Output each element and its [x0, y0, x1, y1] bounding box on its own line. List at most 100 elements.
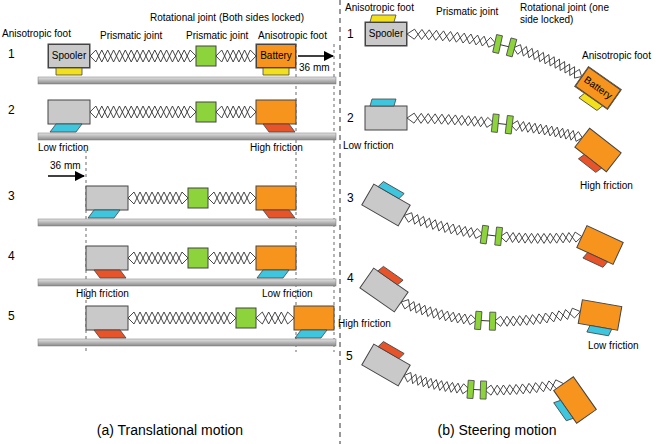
friction-label: Low friction	[262, 288, 313, 300]
spooler-body	[48, 100, 90, 124]
spring	[216, 106, 256, 118]
battery-body	[256, 44, 296, 68]
rotational-joint	[188, 188, 208, 208]
battery-body	[256, 100, 296, 124]
anisotropic-foot	[378, 341, 404, 360]
anisotropic-foot	[295, 330, 327, 338]
spring	[208, 192, 256, 204]
rotational-joint	[493, 35, 503, 54]
anisotropic-foot	[554, 399, 573, 423]
spooler-box: Spooler	[48, 44, 90, 68]
part-label: Anisotropic foot	[258, 30, 327, 42]
spring	[407, 113, 493, 127]
part-label: Prismatic joint	[100, 30, 162, 42]
anisotropic-foot	[88, 210, 120, 218]
part-label: Anisotropic foot	[2, 28, 71, 40]
spring	[256, 312, 294, 324]
spring	[90, 50, 196, 62]
anisotropic-foot	[583, 252, 608, 268]
displacement-arrow	[298, 55, 333, 57]
step-number: 1	[8, 48, 15, 62]
spring	[216, 106, 256, 118]
spring	[494, 310, 580, 327]
spooler-body	[365, 106, 407, 130]
spring	[404, 213, 482, 239]
displacement-arrow	[48, 175, 84, 177]
friction-label: Low friction	[343, 140, 394, 152]
step-number: 4	[8, 250, 15, 264]
spooler-body	[86, 306, 128, 330]
spring	[511, 121, 582, 142]
rotational-joint	[489, 312, 495, 330]
friction-label: High friction	[338, 318, 391, 330]
spooler-body	[86, 246, 128, 270]
spring	[128, 312, 236, 324]
spooler-body	[48, 44, 90, 68]
rotational-joint	[506, 38, 516, 57]
spring	[494, 308, 580, 326]
spooler-body	[365, 22, 407, 46]
step-number: 5	[8, 310, 15, 324]
spring	[216, 50, 256, 62]
rotational-joint	[196, 46, 216, 66]
step-number: 3	[8, 190, 15, 204]
spring	[485, 380, 564, 395]
part-label: Rotational joint (Both sides locked)	[150, 12, 304, 24]
battery-box: Battery	[256, 44, 296, 68]
part-label: Anisotropic foot	[582, 50, 651, 62]
rotational-joint	[505, 115, 513, 134]
spring	[128, 192, 188, 204]
anisotropic-foot	[263, 68, 289, 75]
anisotropic-foot	[257, 270, 289, 278]
anisotropic-foot	[378, 181, 404, 200]
ground	[38, 77, 336, 346]
anisotropic-foot	[263, 210, 295, 218]
friction-label: High friction	[250, 142, 303, 154]
rotational-joint	[491, 114, 499, 133]
battery-body	[256, 246, 296, 270]
guide-lines	[86, 44, 334, 352]
step-number: 1	[347, 28, 354, 42]
spring	[128, 252, 188, 264]
spring	[401, 300, 476, 325]
friction-label: High friction	[76, 288, 129, 300]
part-label: Prismatic joint	[186, 30, 248, 42]
anisotropic-foot	[378, 265, 403, 286]
spring	[128, 252, 188, 264]
box-label: Battery	[582, 75, 614, 101]
spooler-body	[86, 186, 128, 210]
box-label: Spooler	[369, 29, 403, 39]
spring	[208, 252, 256, 264]
friction-label: Low friction	[588, 340, 639, 352]
part-label: Anisotropic foot	[345, 2, 414, 14]
box-label: Spooler	[52, 51, 86, 61]
anisotropic-foot	[50, 124, 82, 132]
step-number: 2	[347, 112, 354, 126]
spring	[513, 45, 581, 78]
spring	[90, 50, 196, 62]
panel-divider	[340, 0, 341, 444]
spring	[407, 113, 493, 126]
friction-label: Low friction	[38, 142, 89, 154]
spring	[90, 106, 196, 118]
part-label: Rotational joint (one side locked)	[520, 2, 630, 25]
spring	[404, 373, 469, 394]
step-number: 5	[346, 350, 353, 364]
step-number: 3	[347, 192, 354, 206]
caption: (b) Steering motion	[437, 422, 556, 438]
dimension-label: 36 mm	[50, 160, 81, 172]
caption: (a) Translational motion	[97, 422, 243, 438]
spring	[90, 106, 196, 118]
rotational-joint	[480, 381, 487, 399]
spring	[500, 232, 581, 243]
spring	[208, 252, 256, 264]
anisotropic-foot	[370, 15, 396, 22]
rotational-joint	[188, 248, 208, 268]
battery-body	[554, 377, 597, 424]
battery-body	[256, 186, 296, 210]
rotational-joint	[196, 102, 216, 122]
rotational-joint	[467, 380, 474, 398]
spring	[128, 312, 236, 324]
box-label: Battery	[260, 51, 292, 61]
